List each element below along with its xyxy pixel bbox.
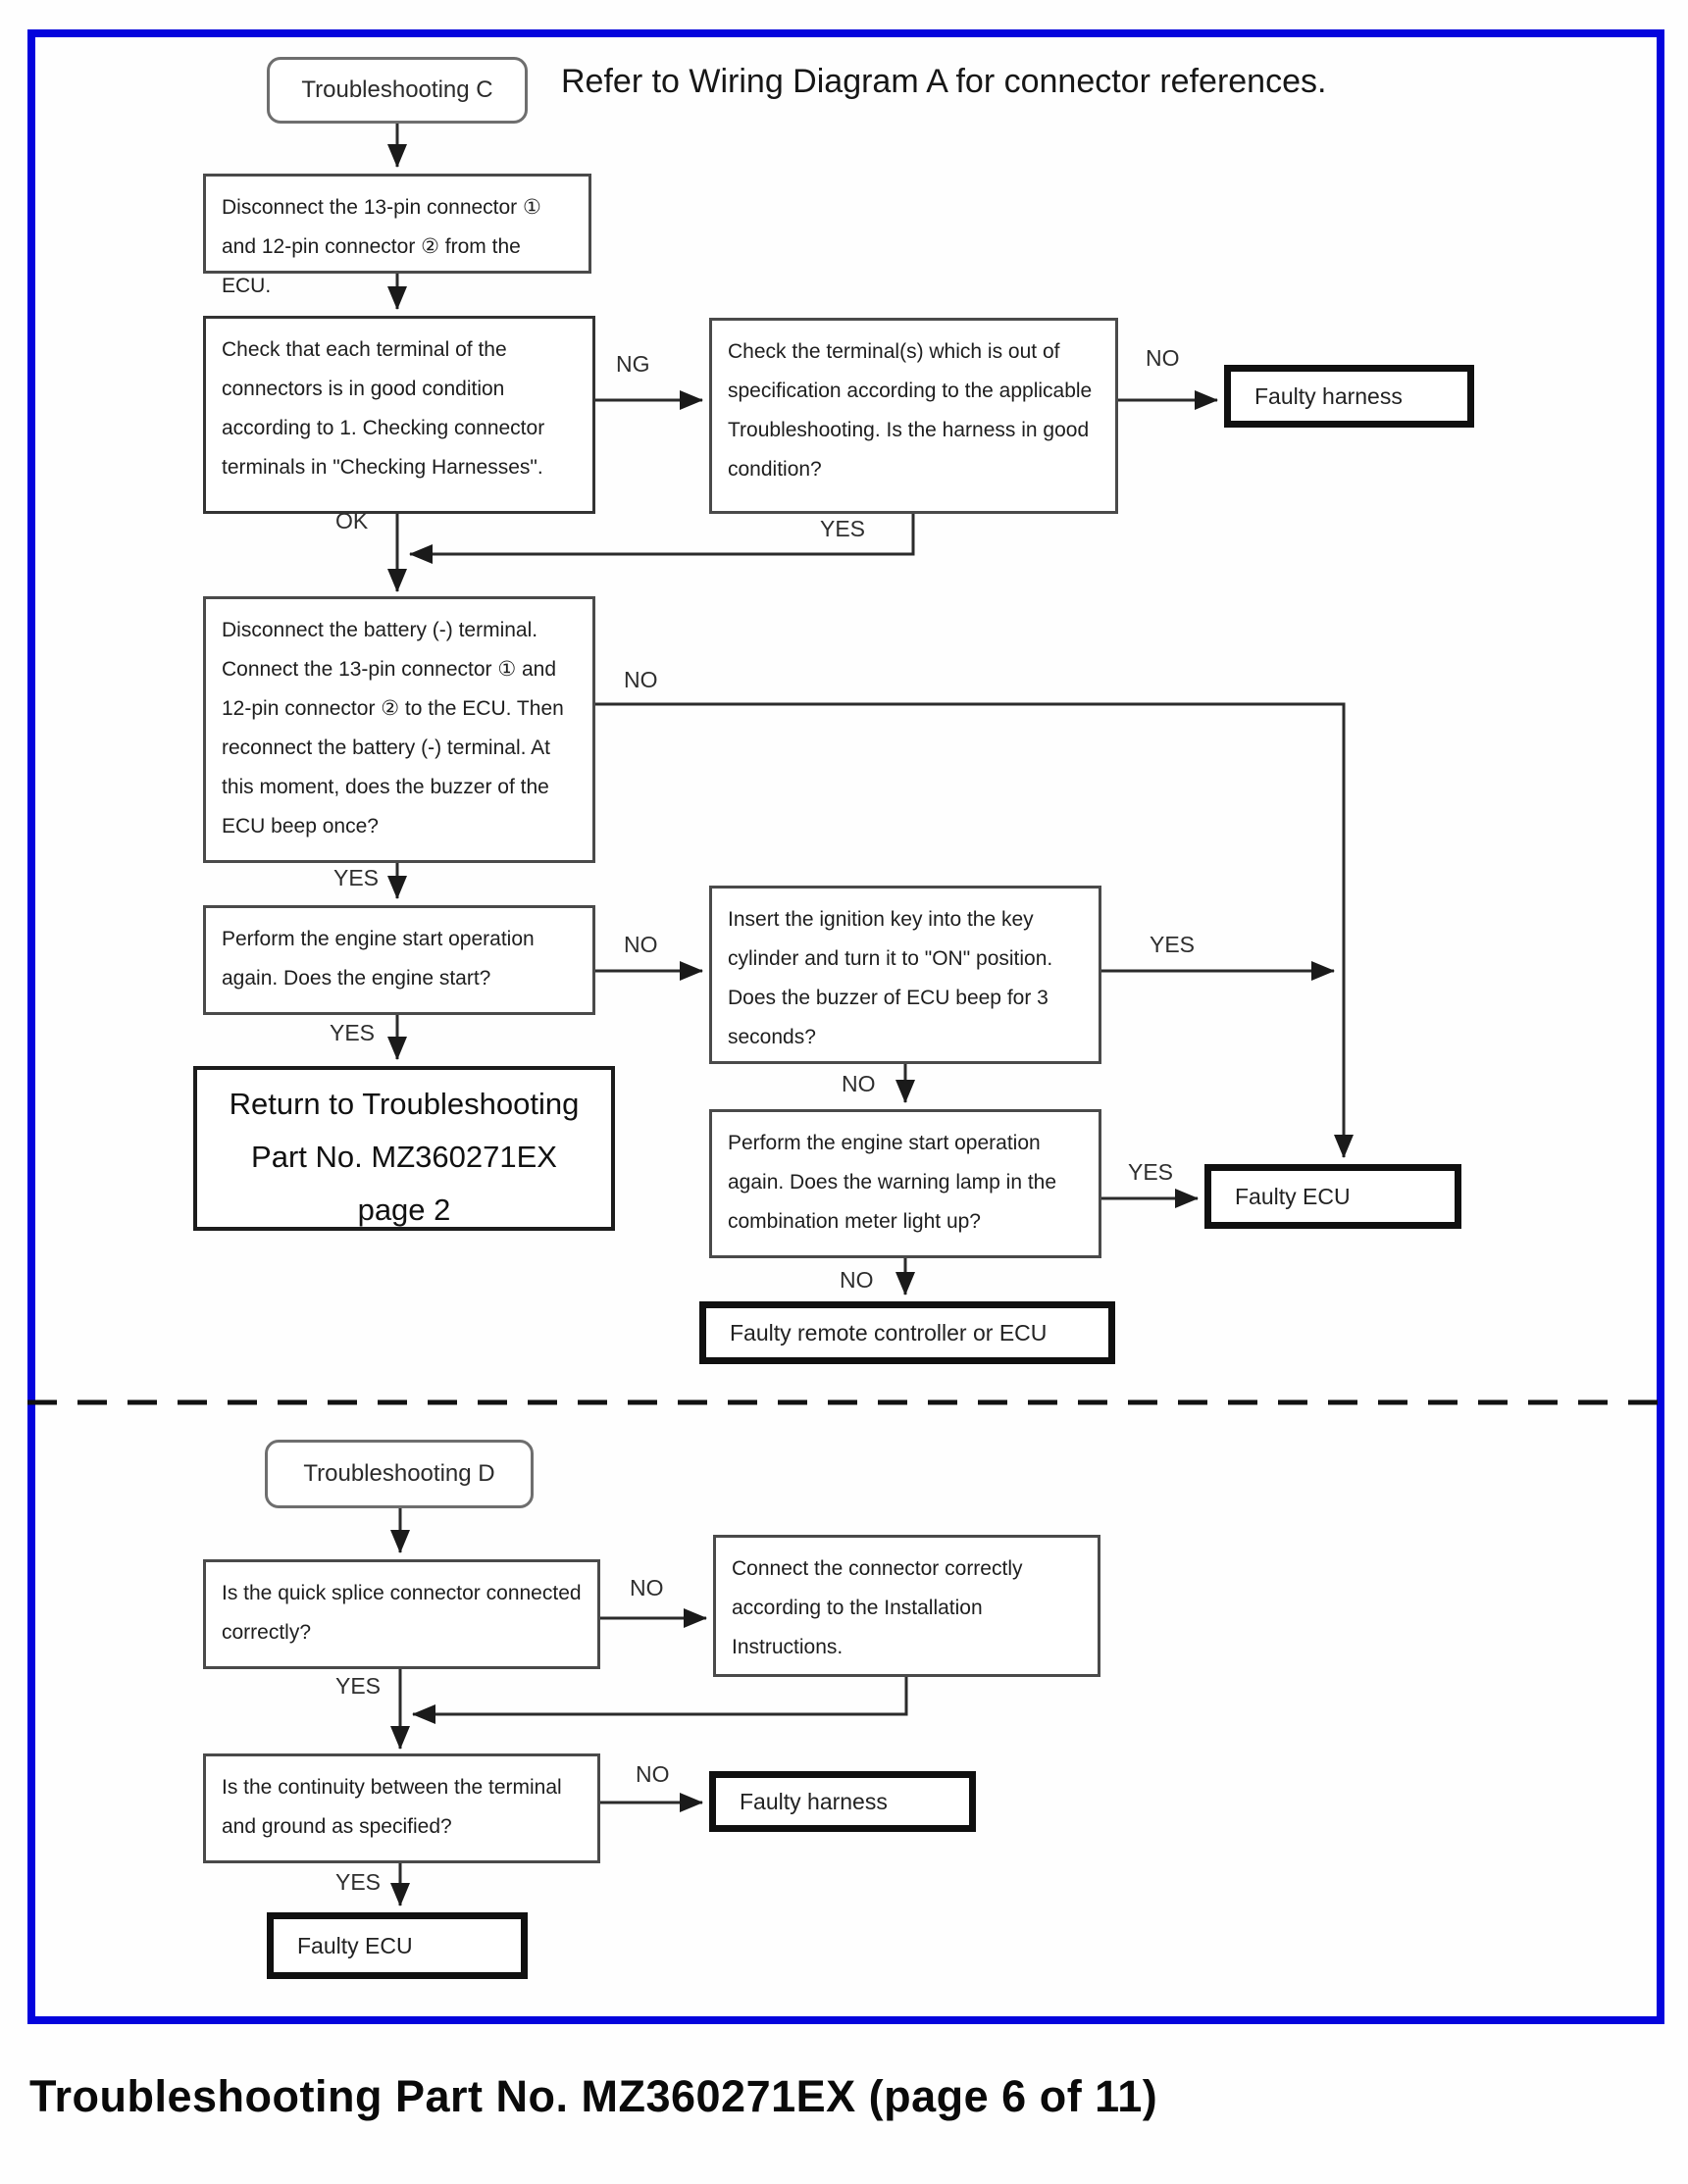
edge-label-yes-warninglamp: YES bbox=[1128, 1159, 1174, 1185]
troubleshooting-d-label: Troubleshooting D bbox=[303, 1460, 495, 1487]
step-ignition-key: Insert the ignition key into the key cyl… bbox=[709, 886, 1101, 1064]
step-warning-lamp: Perform the engine start operation again… bbox=[709, 1109, 1101, 1258]
edge-label-no-continuity: NO bbox=[636, 1761, 670, 1787]
edge-label-yes-quicksplice: YES bbox=[335, 1673, 382, 1699]
edge-label-no-battery: NO bbox=[624, 667, 658, 692]
terminal-return-troubleshooting: Return to Troubleshooting Part No. MZ360… bbox=[193, 1066, 615, 1231]
edge-label-yes-ignition: YES bbox=[1150, 932, 1196, 957]
edge-label-no-warninglamp: NO bbox=[840, 1267, 874, 1293]
troubleshooting-c-label: Troubleshooting C bbox=[301, 76, 493, 103]
page-caption: Troubleshooting Part No. MZ360271EX (pag… bbox=[29, 2071, 1158, 2121]
edge-label-yes-outspec: YES bbox=[820, 516, 866, 541]
step-continuity-check: Is the continuity between the terminal a… bbox=[203, 1753, 600, 1863]
step-disconnect-connectors: Disconnect the 13-pin connector ① and 12… bbox=[203, 174, 591, 297]
edge-label-yes-enginestart: YES bbox=[330, 1020, 376, 1045]
terminal-faulty-harness-c: Faulty harness bbox=[1224, 365, 1474, 428]
edge-label-yes-battery: YES bbox=[333, 865, 380, 890]
troubleshooting-c-title: Troubleshooting C bbox=[267, 57, 528, 124]
wiring-diagram-note: Refer to Wiring Diagram A for connector … bbox=[561, 63, 1327, 100]
step-check-out-of-spec: Check the terminal(s) which is out of sp… bbox=[709, 318, 1118, 514]
terminal-faulty-ecu-c: Faulty ECU bbox=[1204, 1164, 1461, 1229]
edge-label-ok: OK bbox=[335, 508, 369, 533]
edge-label-yes-continuity: YES bbox=[335, 1869, 382, 1895]
edge-label-no-quicksplice: NO bbox=[630, 1575, 664, 1600]
return-line-2: Part No. MZ360271EX bbox=[251, 1140, 557, 1174]
terminal-faulty-remote-or-ecu: Faulty remote controller or ECU bbox=[699, 1301, 1115, 1364]
troubleshooting-d-title: Troubleshooting D bbox=[265, 1440, 534, 1508]
step-battery-reconnect: Disconnect the battery (-) terminal. Con… bbox=[203, 596, 595, 863]
step-connect-correctly: Connect the connector correctly accordin… bbox=[713, 1535, 1100, 1677]
step-engine-start: Perform the engine start operation again… bbox=[203, 905, 595, 1015]
edge-label-no-outspec: NO bbox=[1146, 345, 1180, 371]
step-quick-splice: Is the quick splice connector connected … bbox=[203, 1559, 600, 1669]
return-line-1: Return to Troubleshooting bbox=[229, 1087, 580, 1121]
step-check-terminals: Check that each terminal of the connecto… bbox=[203, 316, 595, 514]
edge-label-no-ignition: NO bbox=[842, 1071, 876, 1096]
edge-label-no-enginestart: NO bbox=[624, 932, 658, 957]
return-line-3: page 2 bbox=[357, 1193, 451, 1227]
terminal-faulty-harness-d: Faulty harness bbox=[709, 1771, 976, 1832]
page-border bbox=[27, 29, 1664, 2024]
terminal-faulty-ecu-d: Faulty ECU bbox=[267, 1912, 528, 1979]
edge-label-ng: NG bbox=[616, 351, 650, 377]
